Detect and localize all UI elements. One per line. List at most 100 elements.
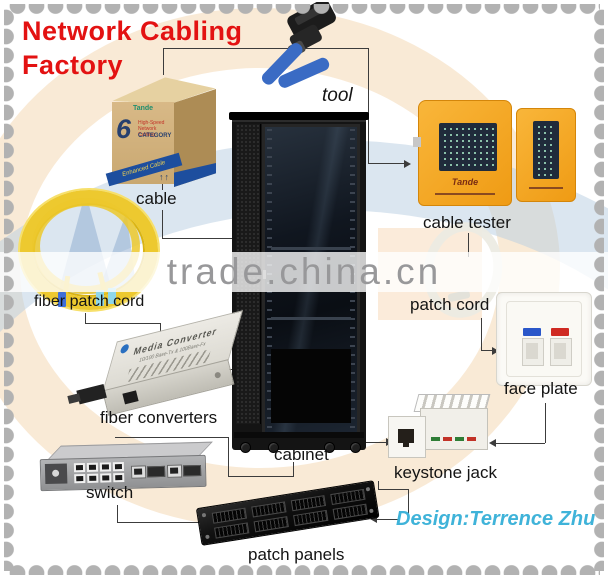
cable-box-side [174,89,216,187]
cabinet-shelf [271,317,351,320]
fiber-connector-blue [58,292,66,307]
callout-line [481,318,482,351]
label-cabinet: cabinet [274,445,329,464]
wire-color-stripe [443,437,452,441]
keystone-jack-photo [386,392,498,464]
caster-wheel [350,442,361,453]
box-text-line: High-Speed [138,120,165,126]
tester-caption-line [529,187,563,189]
tester-clip [413,137,421,147]
category-number: 6 [116,114,132,144]
label-patch-cord: patch cord [410,295,490,314]
port-group [253,516,289,533]
callout-line [162,210,163,238]
tester-led-panel [533,121,559,179]
arrowhead-icon [404,160,411,168]
callout-line [408,489,409,516]
label-keystone-jack: keystone jack [394,463,497,482]
callout-line [377,519,398,520]
rj45-port [86,462,99,472]
callout-line [228,437,229,476]
rj45-port [122,390,139,405]
title-line1: Network Cabling [22,16,243,46]
callout-line [85,323,160,324]
switch-badge [44,463,68,485]
screw [369,508,374,514]
port-shutter [554,343,566,359]
port-group [211,507,248,524]
wire-color-stripe [431,437,440,441]
this-side-up-arrows: ↑↑ [159,172,170,182]
tester-led-panel [439,123,497,171]
red-port-tab [551,328,569,336]
tester-leds [536,124,556,176]
arrowhead-icon [489,439,496,447]
caster-wheel [324,442,335,453]
callout-line [481,350,494,351]
fiber-connector-cyan [96,290,104,306]
rj45-port [99,462,112,472]
port-group [251,501,287,518]
callout-line [160,323,161,333]
rj45-port [87,473,99,483]
wire-color-stripe [467,437,476,441]
callout-line [545,403,546,443]
blue-port-tab [523,328,541,336]
face-plate-outer [496,292,592,386]
cabinet-cavity [271,349,351,423]
callout-line [468,233,469,257]
page-title: Network Cabling Factory [22,14,243,82]
caster-wheel [268,442,279,453]
box-text-line: CATEGORY [138,133,172,139]
callout-line [163,48,164,75]
face-plate-photo [496,292,592,386]
fiber-connector-cyan [108,288,116,304]
rj45-port [112,461,125,472]
callout-line [117,505,118,522]
screw [201,512,207,518]
box-blue-band: Enhanced Cable [105,152,183,187]
keystone-body [420,408,488,450]
cabinet-base [234,432,364,438]
callout-line [378,481,379,489]
sfp-slot [182,464,202,477]
cable-tester-photo: Tande [413,96,576,208]
callout-line [293,462,294,477]
rj45-port [74,473,86,484]
port-group [330,488,366,505]
rj45-port [100,473,112,483]
cable-box-photo: Tande 6 High-Speed Network Cabling CATEG… [105,74,220,190]
cabinet-top-highlight [232,120,366,122]
label-switch: switch [86,483,134,502]
label-fiber-converters: fiber converters [100,408,218,427]
arrowhead-icon [370,515,377,523]
port-opening [522,338,544,366]
label-tool: tool [322,85,353,106]
design-credit: Design:Terrence Zhu [396,508,596,530]
screw [214,371,222,379]
face-plate-port [521,328,544,366]
watermark-band: trade.china.cn [0,252,608,292]
sfp-slot [146,465,166,478]
rj45-port [73,462,86,473]
tester-caption-line [435,193,495,195]
port-group [293,509,329,527]
brand-label: Tande [451,177,479,187]
label-patch-panels: patch panels [248,545,345,564]
watermark-text: trade.china.cn [166,251,442,292]
callout-line [85,313,86,323]
face-plate-port [549,328,572,366]
port-opening [550,338,572,366]
callout-line [162,181,163,190]
port-shutter [526,343,538,359]
title-line2: Factory [22,50,124,80]
screw [365,486,371,492]
uplink-port [130,465,147,479]
cable-box-side-band [174,163,216,187]
arrowhead-icon [492,347,499,355]
rj45-notch [403,443,409,447]
keystone-front-face [388,416,426,458]
callout-line [360,442,388,443]
switch-logo-icon [52,469,60,477]
